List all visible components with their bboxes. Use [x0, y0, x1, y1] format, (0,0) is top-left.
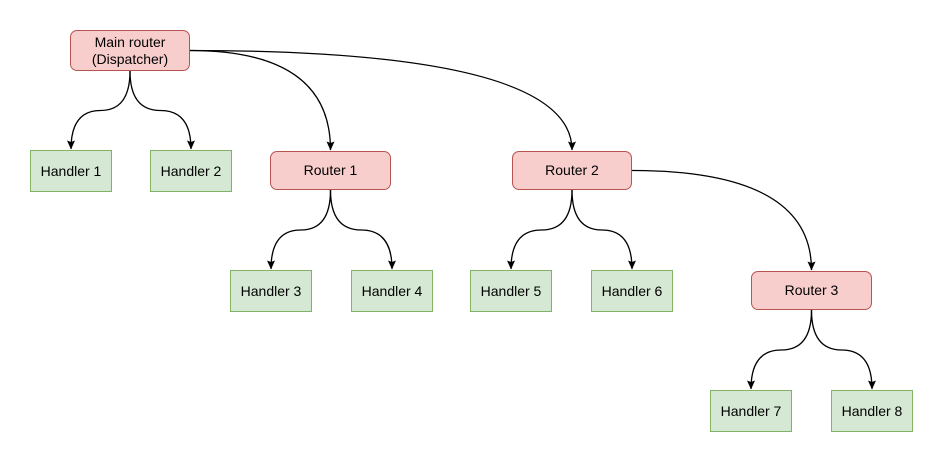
edge-main-router-to-handler-2: [129, 70, 195, 150]
node-router-1: Router 1: [270, 151, 391, 190]
node-handler-3: Handler 3: [230, 270, 312, 312]
node-main-router: Main router(Dispatcher): [70, 30, 190, 71]
node-handler-1: Handler 1: [30, 150, 112, 192]
node-label: Handler 3: [240, 282, 302, 299]
node-label: Router 3: [784, 282, 839, 298]
node-router-2: Router 2: [512, 151, 632, 190]
node-label: Handler 2: [160, 162, 222, 179]
node-label: Handler 7: [720, 402, 782, 419]
node-router-3: Router 3: [751, 271, 872, 310]
edge-router-3-to-handler-8: [810, 309, 876, 390]
edge-main-router-to-router-2: [189, 49, 576, 151]
node-label: (Dispatcher): [91, 50, 169, 67]
edge-main-router-to-router-1: [189, 49, 335, 151]
node-handler-7: Handler 7: [710, 390, 792, 432]
node-handler-4: Handler 4: [351, 270, 433, 312]
edge-main-router-to-handler-1: [67, 70, 131, 150]
node-label: Handler 6: [601, 282, 663, 299]
node-label: Main router: [94, 33, 166, 50]
edge-router-1-to-handler-3: [267, 189, 332, 270]
node-label: Router 2: [545, 162, 599, 178]
edge-router-2-to-router-3: [631, 169, 816, 271]
node-handler-6: Handler 6: [591, 270, 673, 312]
edge-group: [67, 49, 876, 390]
node-handler-8: Handler 8: [831, 390, 913, 432]
node-label: Handler 8: [841, 402, 903, 419]
node-handler-2: Handler 2: [150, 150, 232, 192]
node-handler-5: Handler 5: [470, 270, 552, 312]
node-label: Handler 1: [40, 162, 102, 179]
edge-router-2-to-handler-6: [571, 189, 636, 270]
node-label: Router 1: [303, 162, 358, 178]
node-label: Handler 4: [361, 282, 423, 299]
node-label: Handler 5: [480, 282, 542, 299]
edge-router-1-to-handler-4: [329, 189, 396, 270]
edge-router-2-to-handler-5: [507, 189, 573, 270]
edge-router-3-to-handler-7: [747, 309, 813, 390]
